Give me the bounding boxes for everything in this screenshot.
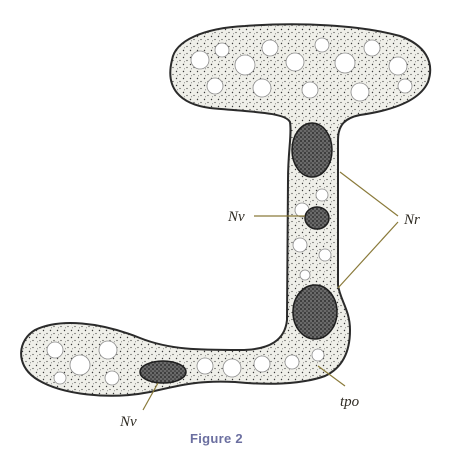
cell-body: [20, 23, 432, 397]
label-nv-top: Nv: [227, 209, 245, 225]
figure-caption: Figure 2: [190, 431, 243, 446]
nucleus-bottom: [139, 360, 187, 384]
nucleus-lower: [292, 284, 338, 340]
label-nr: Nr: [403, 212, 420, 228]
label-nv-bottom: Nv: [119, 414, 137, 430]
label-tpo: tpo: [340, 394, 360, 410]
leader-lines: [142, 171, 399, 411]
vacuoles: [46, 37, 413, 386]
nucleus-upper: [291, 122, 333, 178]
nucleus-small: [304, 206, 330, 230]
